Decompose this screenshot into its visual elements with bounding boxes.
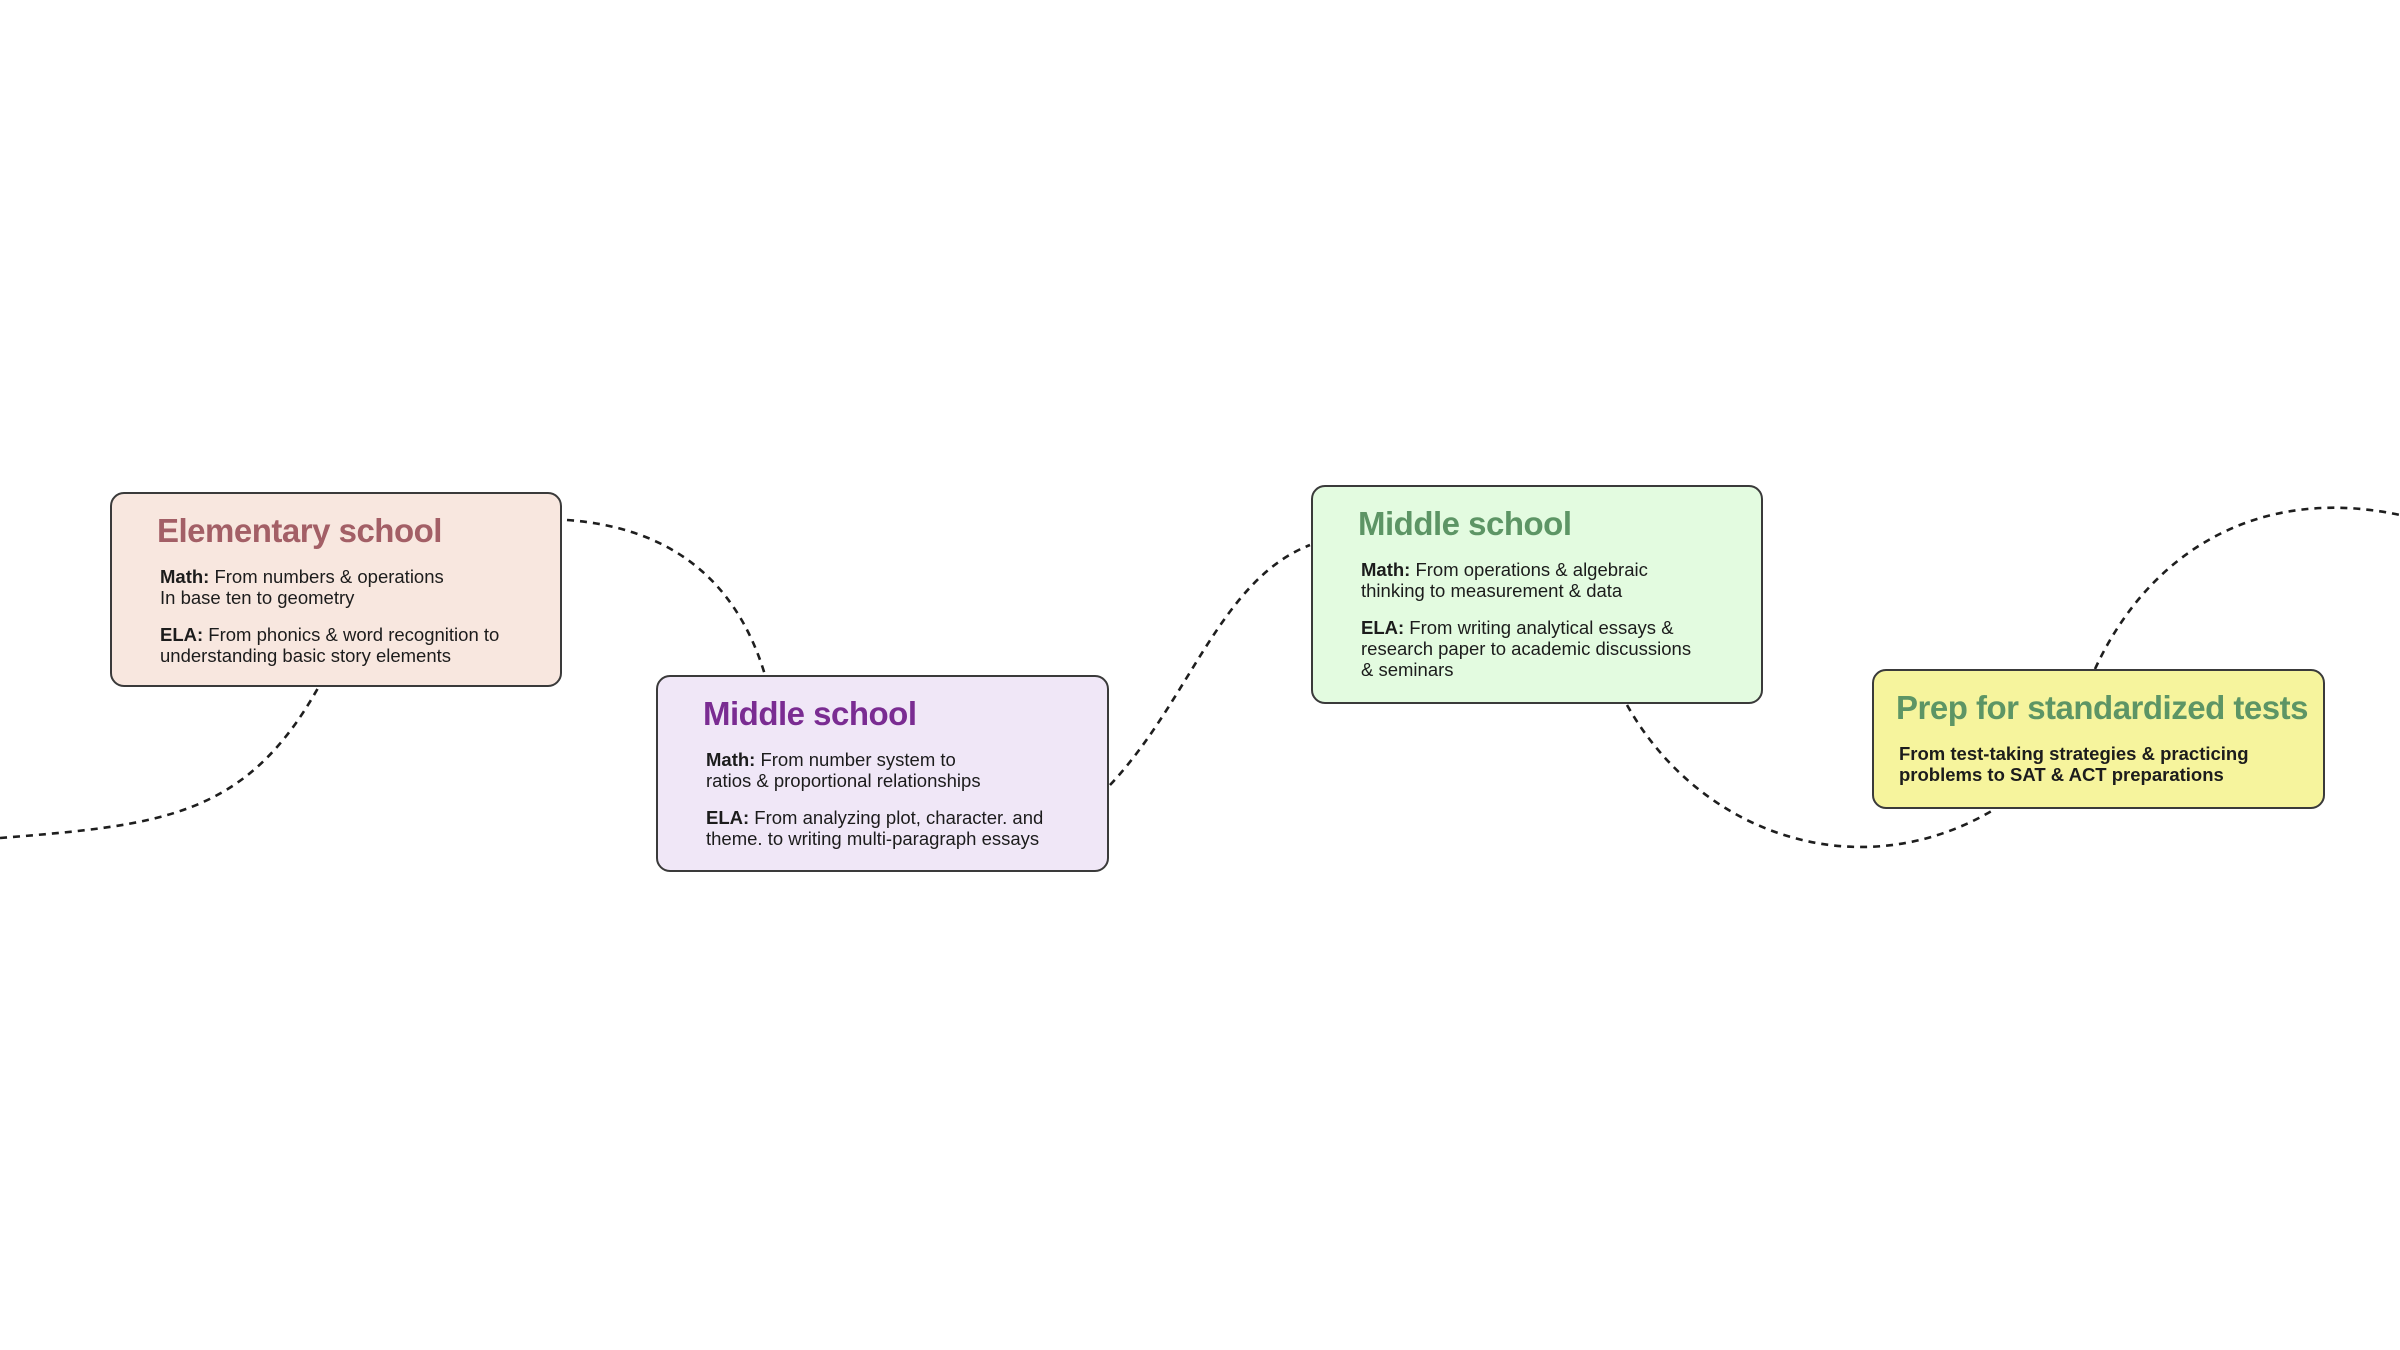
card-body: From test-taking strategies & practicing…	[1899, 743, 2299, 801]
math-label: Math:	[160, 566, 210, 587]
connector-path	[1625, 704, 1996, 849]
ela-label: ELA:	[160, 624, 204, 645]
card-title: Middle school	[703, 695, 917, 732]
ela-text: From writing analytical essays & researc…	[1361, 617, 1692, 680]
math-text: From number system to ratios & proportio…	[706, 749, 981, 791]
prep-text: From test-taking strategies & practicing…	[1899, 743, 2249, 785]
card-title: Prep for standardized tests	[1896, 689, 2308, 726]
math-description: Math: From operations & algebraic thinki…	[1361, 559, 1737, 601]
card-title: Middle school	[1358, 505, 1572, 542]
connector-path	[566, 518, 767, 676]
math-text: From operations & algebraic thinking to …	[1361, 559, 1648, 601]
ela-text: From analyzing plot, character. and them…	[706, 807, 1044, 849]
math-text: From numbers & operations In base ten to…	[160, 566, 444, 608]
card-title: Elementary school	[157, 512, 442, 549]
middle-school-card-purple: Middle school Math: From number system t…	[656, 675, 1109, 872]
prep-description: From test-taking strategies & practicing…	[1899, 743, 2299, 785]
ela-label: ELA:	[706, 807, 750, 828]
math-label: Math:	[706, 749, 756, 770]
math-description: Math: From numbers & operations In base …	[160, 566, 536, 608]
ela-description: ELA: From writing analytical essays & re…	[1361, 617, 1737, 680]
card-body: Math: From number system to ratios & pro…	[706, 749, 1083, 865]
standardized-tests-card: Prep for standardized tests From test-ta…	[1872, 669, 2325, 809]
ela-text: From phonics & word recognition to under…	[160, 624, 500, 666]
connector-path	[1109, 543, 1311, 786]
math-label: Math:	[1361, 559, 1411, 580]
ela-description: ELA: From analyzing plot, character. and…	[706, 807, 1083, 849]
middle-school-card-green: Middle school Math: From operations & al…	[1311, 485, 1763, 704]
ela-description: ELA: From phonics & word recognition to …	[160, 624, 536, 666]
card-body: Math: From operations & algebraic thinki…	[1361, 559, 1737, 696]
card-body: Math: From numbers & operations In base …	[160, 566, 536, 682]
connector-path	[0, 687, 320, 840]
connector-path	[2093, 506, 2400, 670]
elementary-school-card: Elementary school Math: From numbers & o…	[110, 492, 562, 687]
ela-label: ELA:	[1361, 617, 1405, 638]
math-description: Math: From number system to ratios & pro…	[706, 749, 1083, 791]
